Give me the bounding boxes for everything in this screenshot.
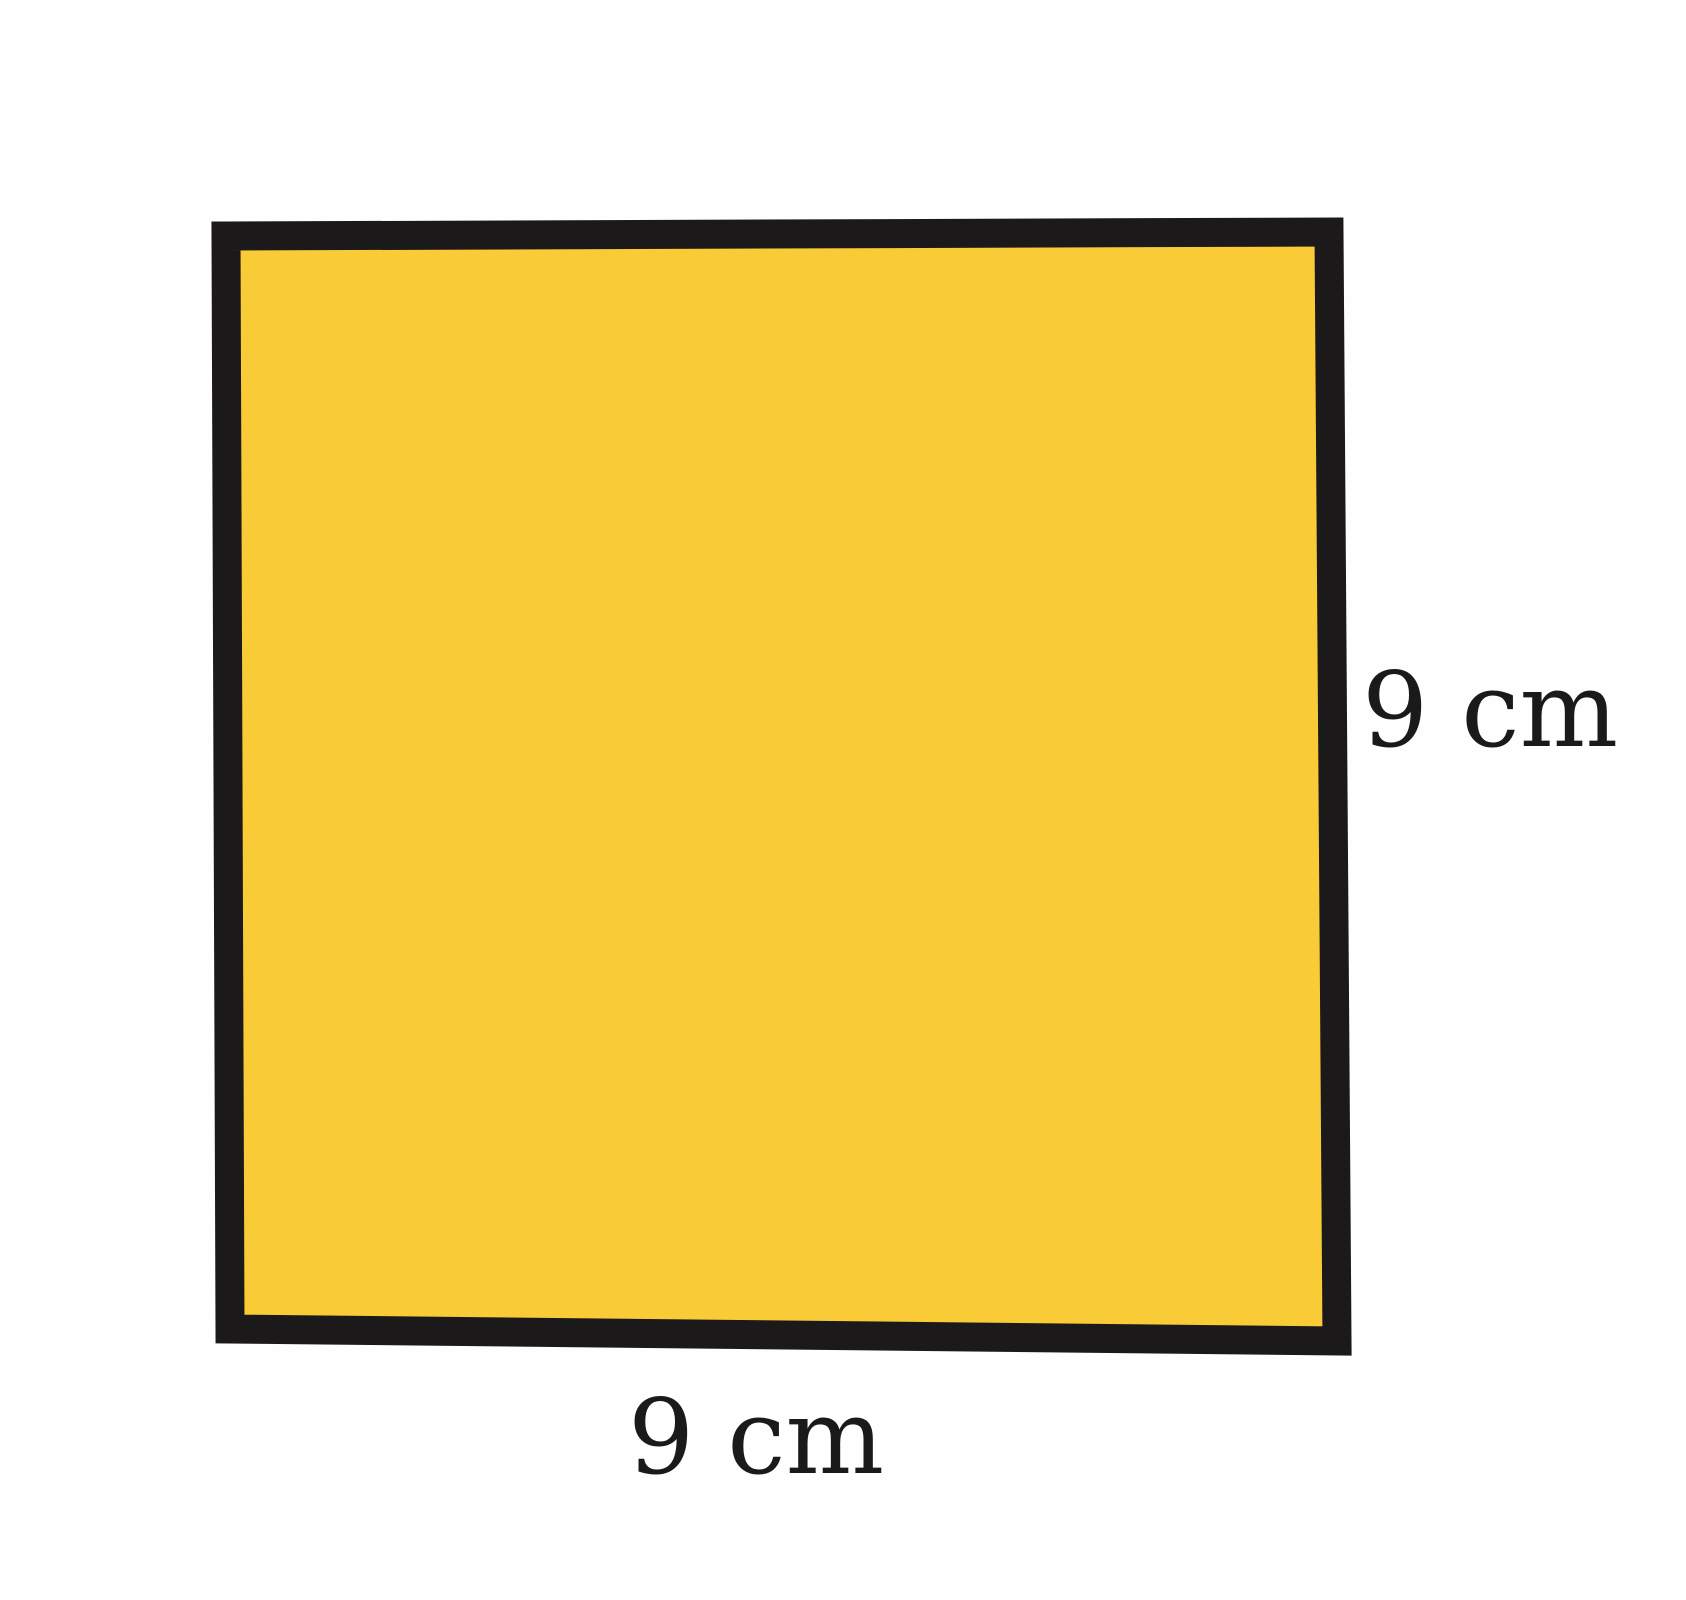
- right-side-length-label: 9 cm: [1362, 649, 1619, 771]
- square-shape: [211, 217, 1352, 1356]
- bottom-side-length-label: 9 cm: [628, 1376, 885, 1498]
